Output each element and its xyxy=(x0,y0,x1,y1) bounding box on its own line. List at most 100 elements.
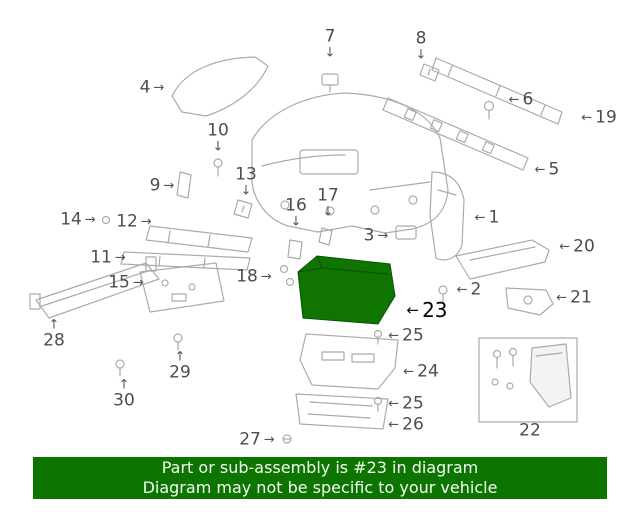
callout-arrow-left-icon: ← xyxy=(388,396,400,412)
part-24-valance-drawing xyxy=(299,333,399,390)
part-20-rail-drawing xyxy=(455,239,550,280)
part-5-bar-drawing xyxy=(382,97,529,171)
part-26-panel-drawing xyxy=(295,393,389,430)
part-callout-17[interactable]: 17↓ xyxy=(317,185,339,220)
part-callout-5[interactable]: ←5 xyxy=(534,159,560,180)
callout-number: 16 xyxy=(285,195,307,216)
part-17-bracket-drawing xyxy=(318,227,333,246)
bumper-cover-drawing xyxy=(251,92,449,234)
part-22-hardware-kit-drawing xyxy=(478,337,578,423)
part-8-bracket-drawing xyxy=(419,63,440,82)
part-16-bracket-drawing xyxy=(287,239,303,260)
part-12-rail-drawing xyxy=(145,225,253,253)
callout-number: 29 xyxy=(169,362,191,383)
callout-arrow-down-icon: ↓ xyxy=(240,183,252,199)
part-9-bracket-drawing xyxy=(176,171,192,199)
part-15-panel-drawing xyxy=(139,262,225,313)
callout-number: 30 xyxy=(113,390,135,411)
callout-arrow-down-icon: ↓ xyxy=(322,204,334,220)
part-callout-12[interactable]: 12→ xyxy=(116,213,152,231)
part-callout-4[interactable]: 4→ xyxy=(139,77,165,98)
callout-number: 5 xyxy=(548,159,560,180)
part-callout-20[interactable]: ←20 xyxy=(559,236,595,257)
part-callout-23-highlighted[interactable]: ←23 xyxy=(406,300,447,320)
part-callout-29[interactable]: ↑29 xyxy=(169,351,191,382)
callout-arrow-right-icon: → xyxy=(263,432,275,448)
part-14-clip-drawing xyxy=(101,215,111,225)
part-4-trim-drawing xyxy=(171,56,269,117)
part-callout-30[interactable]: ↑30 xyxy=(113,379,135,410)
part-13-bracket-drawing xyxy=(233,199,253,219)
part-callout-11[interactable]: 11→ xyxy=(90,247,126,268)
part-25-clip-lower-drawing xyxy=(373,396,383,412)
callout-number: 25 xyxy=(402,325,424,346)
part-11-rail-drawing xyxy=(120,251,251,271)
callout-arrow-right-icon: → xyxy=(114,250,126,266)
part-callout-26[interactable]: ←26 xyxy=(388,414,424,435)
callout-arrow-right-icon: → xyxy=(260,269,272,285)
callout-arrow-left-icon: ← xyxy=(474,210,486,226)
callout-number: 6 xyxy=(522,89,534,110)
part-callout-7[interactable]: 7↓ xyxy=(324,28,336,61)
part-callout-13[interactable]: 13↓ xyxy=(235,164,257,199)
part-3-bracket-drawing xyxy=(395,225,417,240)
callout-number: 11 xyxy=(90,247,112,268)
callout-arrow-right-icon: → xyxy=(132,275,144,291)
callout-number: 17 xyxy=(317,185,339,206)
part-1-side-bracket-drawing xyxy=(429,171,465,261)
part-callout-25[interactable]: ←25 xyxy=(388,395,424,413)
part-callout-8[interactable]: 8↓ xyxy=(415,28,427,62)
part-callout-3[interactable]: 3→ xyxy=(363,225,389,246)
part-callout-2[interactable]: ←2 xyxy=(457,279,482,300)
highlighted-part-23-drawing[interactable] xyxy=(297,255,396,325)
callout-arrow-down-icon: ↓ xyxy=(290,214,302,230)
part-callout-24[interactable]: ←24 xyxy=(403,361,439,382)
part-callout-6[interactable]: ←6 xyxy=(508,89,534,110)
part-callout-21[interactable]: ←21 xyxy=(556,287,592,308)
callout-number: 3 xyxy=(363,225,375,246)
part-6-bolt-drawing xyxy=(483,100,495,120)
callout-number: 26 xyxy=(402,414,424,435)
part-27-clip-drawing xyxy=(282,434,292,444)
banner-line1: Part or sub-assembly is #23 in diagram xyxy=(161,458,479,477)
part-18-fasteners-drawing xyxy=(279,264,295,287)
callout-number: 13 xyxy=(235,164,257,185)
callout-number: 22 xyxy=(519,420,541,441)
part-callout-18[interactable]: 18→ xyxy=(236,266,272,287)
part-7-bracket-drawing xyxy=(321,73,339,93)
part-callout-10[interactable]: 10↓ xyxy=(207,122,229,154)
part-callout-19[interactable]: ←19 xyxy=(581,107,617,128)
callout-number: 9 xyxy=(149,175,161,196)
callout-arrow-right-icon: → xyxy=(140,214,152,230)
part-callout-22[interactable]: 22 xyxy=(519,420,541,441)
part-callout-14[interactable]: 14→ xyxy=(60,209,96,230)
callout-number: 8 xyxy=(415,28,427,49)
part-29-bolt-drawing xyxy=(173,333,183,351)
callout-number: 24 xyxy=(417,361,439,382)
callout-number: 15 xyxy=(108,272,130,293)
callout-number: 21 xyxy=(570,287,592,308)
part-callout-27[interactable]: 27→ xyxy=(239,431,275,449)
part-callout-16[interactable]: 16↓ xyxy=(285,195,307,230)
callout-arrow-left-icon: ← xyxy=(508,92,520,108)
part-callout-28[interactable]: ↑28 xyxy=(43,319,65,350)
part-2-bolt-drawing xyxy=(438,285,448,303)
callout-number: 18 xyxy=(236,266,258,287)
callout-arrow-down-icon: ↓ xyxy=(324,45,336,61)
callout-arrow-left-icon: ← xyxy=(388,417,400,433)
part-callout-9[interactable]: 9→ xyxy=(149,175,175,196)
part-21-bracket-drawing xyxy=(505,287,554,316)
callout-arrow-left-icon: ← xyxy=(581,110,593,126)
part-19-bar-drawing xyxy=(431,57,563,125)
part-callout-15[interactable]: 15→ xyxy=(108,272,144,293)
part-callout-25[interactable]: ←25 xyxy=(388,325,424,346)
callout-number: 19 xyxy=(595,107,617,128)
part-callout-1[interactable]: ←1 xyxy=(474,209,500,227)
callout-number: 4 xyxy=(139,77,151,98)
callout-number: 20 xyxy=(573,236,595,257)
callout-arrow-left-icon: ← xyxy=(406,300,420,319)
callout-number: 14 xyxy=(60,209,82,230)
callout-number: 2 xyxy=(470,279,482,300)
callout-arrow-left-icon: ← xyxy=(534,162,546,178)
